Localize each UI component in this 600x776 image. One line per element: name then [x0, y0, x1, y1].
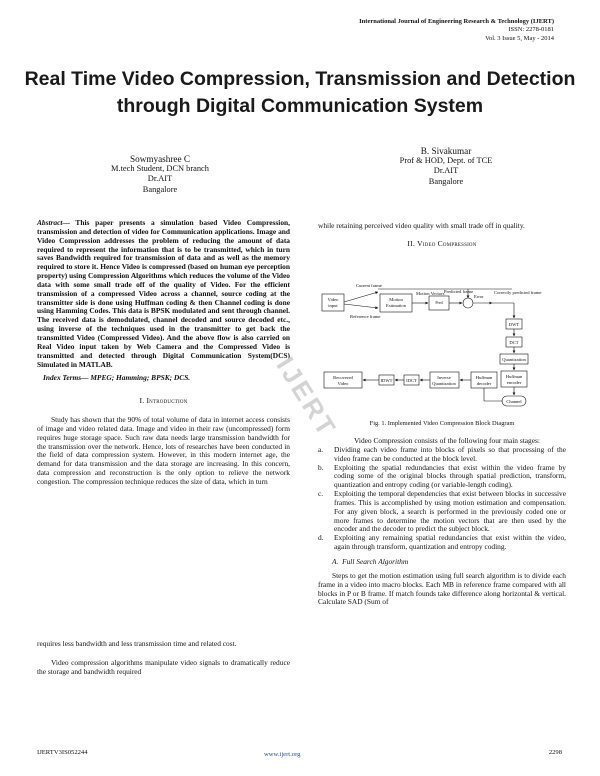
- svg-text:Video: Video: [338, 381, 350, 386]
- svg-text:Motion: Motion: [389, 297, 403, 302]
- svg-text:IDCT: IDCT: [406, 378, 417, 383]
- predicted-frame-label: Predicted frame: [444, 289, 473, 294]
- abstract-text: This paper presents a simulation based V…: [37, 218, 290, 369]
- correctly-predicted-label: Correctly predicted frame: [494, 290, 541, 295]
- svg-text:Inverse: Inverse: [437, 375, 451, 380]
- figure-1-caption: Fig. 1. Implemented Video Compression Bl…: [369, 420, 515, 427]
- intro-paragraph-1-continued: requires less bandwidth and less transmi…: [37, 639, 237, 648]
- left-column-lower: requires less bandwidth and less transmi…: [37, 639, 290, 677]
- svg-text:encoder: encoder: [507, 380, 522, 385]
- error-label: Error: [474, 294, 484, 299]
- svg-text:Pred: Pred: [435, 300, 442, 305]
- author-1-city: Bangalore: [142, 184, 178, 194]
- current-frame-label: Current frame: [356, 283, 382, 288]
- reference-frame-label: Reference frame: [350, 314, 380, 319]
- section-2-intro: Video Compression consists of the follow…: [354, 436, 540, 445]
- abstract-label: Abstract: [37, 218, 63, 227]
- motion-vectors-label: Motion Vectors: [416, 291, 445, 296]
- list-item: a.Dividing each video frame into blocks …: [318, 444, 566, 463]
- journal-name: International Journal of Engineering Res…: [359, 18, 554, 25]
- svg-text:IDWT: IDWT: [381, 378, 393, 383]
- author-2-affiliation: Prof & HOD, Dept. of TCE: [399, 156, 493, 166]
- footer-website-link[interactable]: www.ijert.org: [264, 751, 301, 758]
- svg-text:Channel: Channel: [506, 399, 522, 404]
- index-terms-label: Index Terms: [43, 373, 82, 383]
- subsection-a-heading: A. Full Search Algorithm: [332, 556, 409, 566]
- intro-paragraph-2: Video compression algorithms manipulate …: [37, 657, 290, 676]
- figure-1-block-diagram: Video input Current frame Reference fram…: [321, 283, 541, 407]
- svg-text:DWT: DWT: [509, 322, 520, 327]
- abstract: Abstract— This paper presents a simulati…: [37, 218, 290, 369]
- journal-header: International Journal of Engineering Res…: [359, 18, 554, 43]
- paper-title: Real Time Video Compression, Transmissio…: [24, 68, 576, 117]
- video-input-block: [321, 293, 345, 312]
- list-item: b.Exploiting the spatial redundancies th…: [318, 462, 566, 490]
- author-1: Sowmyashree C M.tech Student, DCN branch…: [60, 154, 260, 195]
- svg-text:Quantization: Quantization: [432, 381, 456, 386]
- right-column-top: while retaining perceived video quality …: [318, 221, 566, 249]
- svg-text:Estimation: Estimation: [386, 303, 407, 308]
- index-terms: Index Terms— MPEG; Hamming; BPSK; DCS.: [37, 373, 290, 383]
- list-item: d.Exploiting any remaining spatial redun…: [318, 533, 566, 552]
- compression-stages-list: a.Dividing each video frame into blocks …: [318, 444, 566, 552]
- author-2-institute: Dr.AIT: [433, 166, 459, 176]
- svg-text:decoder: decoder: [477, 381, 492, 386]
- intro-paragraph-2-continued: while retaining perceived video quality …: [318, 221, 525, 230]
- index-terms-text: — MPEG; Hamming; BPSK; DCS.: [81, 373, 191, 383]
- section-2-heading: II. Video Compression: [407, 238, 477, 248]
- svg-text:DCT: DCT: [509, 340, 518, 345]
- right-column-lower: Video Compression consists of the follow…: [318, 436, 566, 607]
- section-1-heading: I. Introduction: [139, 396, 188, 406]
- list-item: c.Exploiting the temporal dependencies t…: [318, 489, 566, 534]
- author-1-name: Sowmyashree C: [130, 154, 190, 164]
- left-column: Abstract— This paper presents a simulati…: [37, 218, 290, 487]
- author-2-city: Bangalore: [428, 176, 464, 186]
- error-sum-node: [462, 297, 474, 309]
- issn: ISSN: 2278-0181: [508, 26, 554, 34]
- author-1-institute: Dr.AIT: [147, 174, 173, 184]
- volume-info: Vol. 3 Issue 5, May - 2014: [485, 34, 554, 42]
- footer-page-number: 2298: [548, 749, 562, 756]
- author-2: B. Sivakumar Prof & HOD, Dept. of TCE Dr…: [346, 146, 546, 187]
- svg-text:Recovered: Recovered: [333, 375, 353, 380]
- svg-text:Quantization: Quantization: [502, 357, 526, 362]
- full-search-paragraph: Steps to get the motion estimation using…: [318, 570, 566, 607]
- recovered-video-block: [323, 371, 363, 389]
- svg-text:Huffman: Huffman: [476, 375, 493, 380]
- svg-text:Huffman: Huffman: [506, 374, 523, 379]
- footer-paper-id: IJERTV3IS052244: [37, 749, 88, 756]
- svg-text:input: input: [328, 303, 338, 308]
- author-1-affiliation: M.tech Student, DCN branch: [111, 164, 209, 174]
- author-2-name: B. Sivakumar: [420, 146, 472, 156]
- intro-paragraph-1: Study has shown that the 90% of total vo…: [37, 415, 290, 486]
- svg-text:Video: Video: [328, 297, 340, 302]
